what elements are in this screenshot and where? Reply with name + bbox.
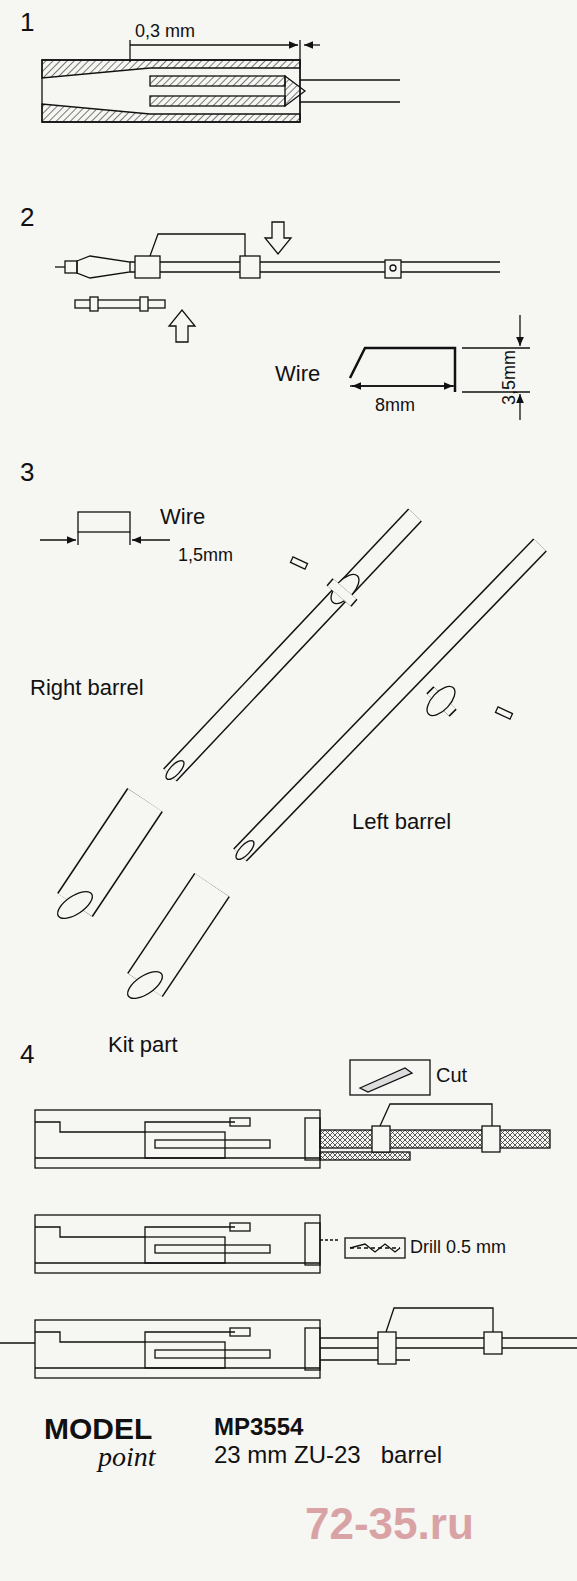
instruction-label: Kit part: [108, 1033, 178, 1057]
brand-text: MP3554: [214, 1414, 303, 1440]
instruction-label: 1,5mm: [178, 546, 233, 566]
instruction-label: 8mm: [375, 396, 415, 416]
brand-text: MODEL: [44, 1412, 152, 1445]
brand-text: 23 mm ZU-23 barrel: [214, 1442, 442, 1468]
instruction-label: Cut: [436, 1064, 467, 1086]
instruction-label: 4: [20, 1040, 34, 1069]
instruction-label: 3,5mm: [500, 350, 520, 405]
instruction-label: Wire: [160, 505, 205, 529]
instruction-label: Drill 0.5 mm: [410, 1238, 506, 1258]
brand-text: point: [98, 1442, 156, 1473]
watermark: 72-35.ru: [305, 1500, 474, 1548]
instruction-label: Right barrel: [30, 676, 144, 700]
instruction-label: 2: [20, 203, 34, 232]
instruction-label: Left barrel: [352, 810, 451, 834]
instruction-label: 3: [20, 458, 34, 487]
instruction-label: Wire: [275, 362, 320, 386]
instruction-label: 1: [20, 8, 34, 37]
instruction-label: 0,3 mm: [135, 22, 195, 42]
